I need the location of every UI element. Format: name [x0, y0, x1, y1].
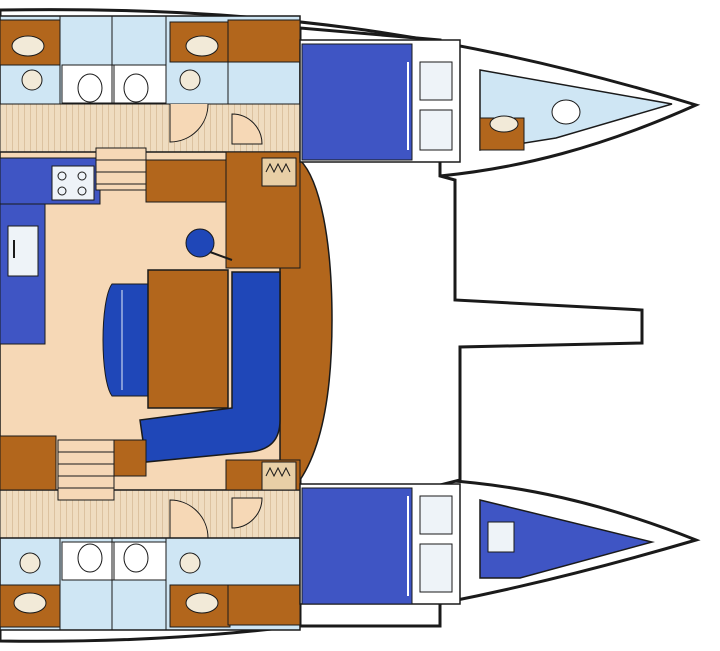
- door-swing: [231, 113, 263, 145]
- saloon-table: [147, 269, 229, 409]
- sink-basin-icon: [185, 592, 219, 614]
- cabin-berth: [301, 43, 413, 161]
- top-right-bulkhead: [227, 19, 301, 63]
- bottom-right-bulkhead: [227, 584, 301, 626]
- cooktop: [51, 165, 95, 201]
- toilet-icon: [77, 543, 103, 573]
- sink-basin-icon: [11, 35, 45, 57]
- pillow-icon: [487, 521, 515, 553]
- bridgedeck-outline: [298, 26, 644, 628]
- burner-icon: [57, 171, 67, 181]
- companionway-steps-top: [95, 147, 147, 191]
- companionway-steps-bottom: [57, 439, 115, 501]
- burner-icon: [77, 186, 87, 196]
- top-aft-heads: [0, 15, 301, 153]
- cabin-berth: [301, 487, 413, 605]
- bottom-port-forward-cabin: [299, 483, 655, 605]
- burner-icon: [57, 186, 67, 196]
- door-swing: [169, 103, 209, 143]
- drain-icon: [21, 69, 43, 91]
- drain-icon: [19, 552, 41, 574]
- galley-sink: [7, 225, 39, 277]
- toilet-icon: [551, 99, 581, 125]
- bow-cabin: [479, 499, 655, 579]
- drain-icon: [179, 69, 201, 91]
- pillow-icon: [419, 61, 453, 101]
- sink-basin-icon: [489, 115, 519, 133]
- sink-basin-icon: [13, 592, 47, 614]
- pillow-icon: [419, 109, 453, 151]
- toilet-icon: [123, 543, 149, 573]
- heater-vent: [261, 157, 297, 187]
- top-starboard-forward-cabin: [299, 39, 673, 163]
- door-swing: [231, 497, 263, 529]
- toilet-icon: [77, 73, 103, 103]
- saloon: [0, 147, 333, 501]
- heater-vent: [261, 461, 297, 491]
- pillow-icon: [419, 495, 453, 535]
- bottom-aft-heads: [0, 489, 301, 631]
- burner-icon: [77, 171, 87, 181]
- helm-seat: [185, 228, 215, 258]
- drain-icon: [179, 552, 201, 574]
- toilet-icon: [123, 73, 149, 103]
- door-swing: [169, 499, 209, 539]
- saloon-seat-cushion: [102, 283, 151, 397]
- pillow-icon: [419, 543, 453, 593]
- sink-basin-icon: [185, 35, 219, 57]
